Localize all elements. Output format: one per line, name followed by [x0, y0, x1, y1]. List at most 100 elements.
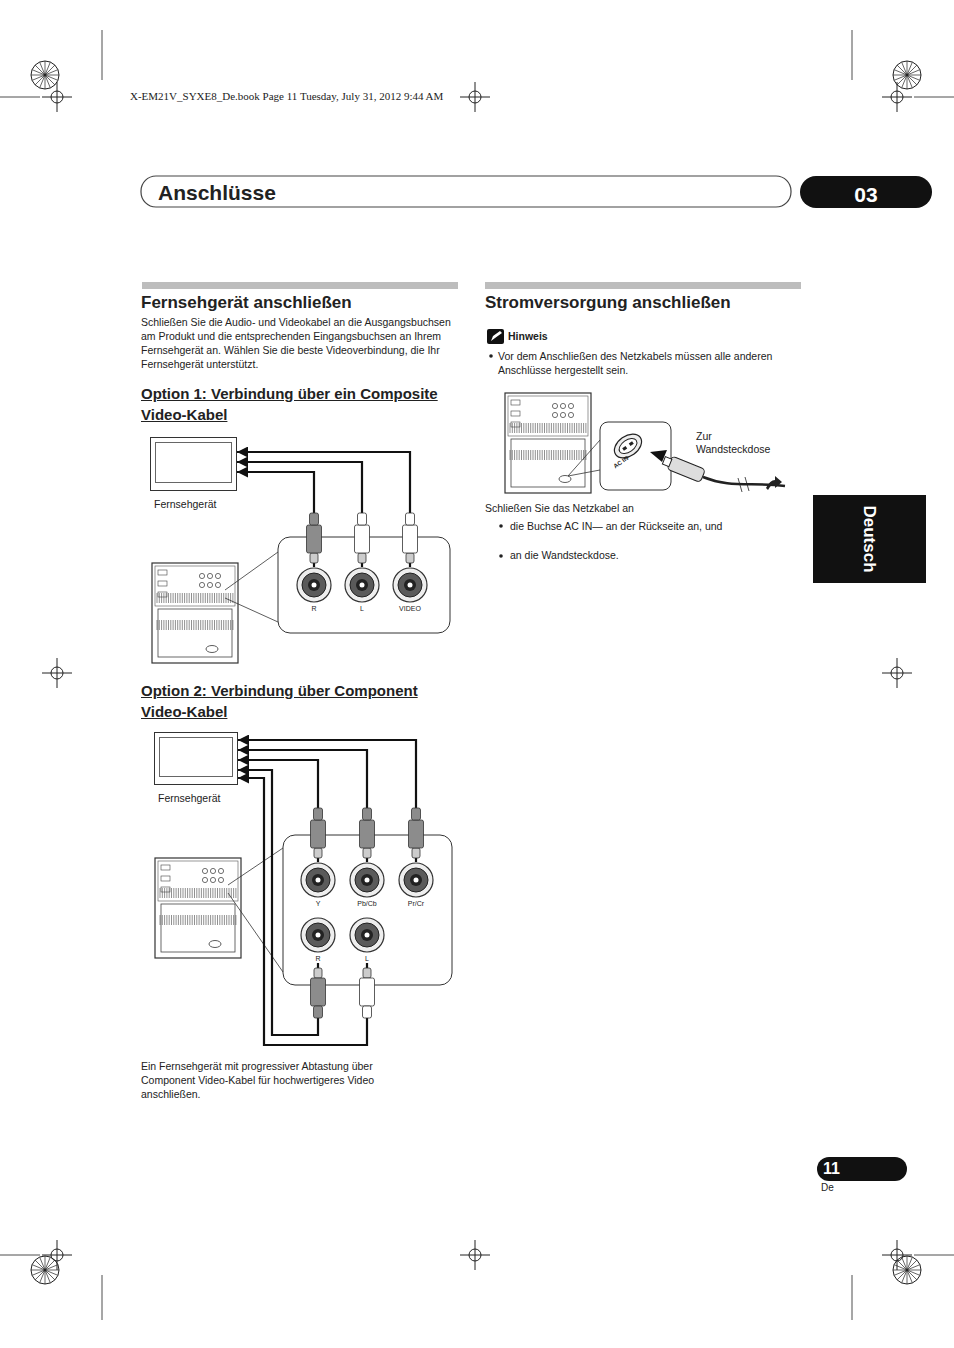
jack-symbol: [292, 567, 336, 603]
power-plug: [661, 454, 705, 483]
chapter-pill: [800, 176, 932, 208]
rca-plug: [355, 513, 370, 563]
bullet: [489, 354, 493, 358]
zoom-leader: [568, 440, 600, 476]
cable: [237, 472, 314, 567]
page-pill: [817, 1157, 907, 1181]
page-number: 11: [823, 1159, 903, 1180]
language-code: De: [821, 1181, 851, 1194]
device-label: Fernsehgerät: [158, 792, 220, 806]
section-bar: [485, 282, 801, 289]
language-tab-text: Deutsch: [858, 494, 880, 584]
rca-jack: L: [345, 917, 389, 963]
section-heading: Fernsehgerät anschließen: [141, 292, 461, 314]
jack-label: Y: [296, 900, 340, 908]
cable: [238, 778, 367, 1045]
crop-target: [882, 658, 912, 688]
trim-line: [852, 30, 853, 80]
device-label: Fernsehgerät: [154, 498, 216, 512]
trim-line: [102, 1275, 103, 1320]
jack-symbol: [345, 862, 389, 898]
jack-symbol: [340, 567, 384, 603]
cable: [237, 452, 410, 567]
body-text: Schließen Sie das Netzkabel an: [485, 502, 785, 516]
jack-label: R: [296, 955, 340, 963]
jack-label: R: [292, 605, 336, 613]
trim-line: [914, 1255, 954, 1256]
option-heading: Option 2: Verbindung über Component Vide…: [141, 680, 461, 722]
note-text: Vor dem Anschließen des Netzkabels müsse…: [498, 349, 804, 377]
trim-line: [852, 1275, 853, 1320]
option-heading: Option 1: Verbindung über ein Composite …: [141, 383, 441, 425]
wall-arrow: [766, 476, 782, 490]
unit-rear-panel: [505, 393, 591, 493]
rca-plug: [311, 968, 326, 1018]
cable: [237, 462, 362, 567]
rca-plug: [360, 808, 375, 858]
jack-label: L: [345, 955, 389, 963]
list-item: die Buchse AC IN— an der Rückseite an, u…: [510, 519, 735, 533]
power-cord-break: [738, 477, 749, 492]
jack-label: VIDEO: [388, 605, 432, 613]
bullet: [499, 554, 503, 558]
rca-jack: Pb/Cb: [345, 862, 389, 908]
trim-line: [0, 1255, 40, 1256]
list-item: an die Wandsteckdose.: [510, 549, 735, 563]
rca-jack: L: [340, 567, 384, 613]
jack-label: Pb/Cb: [345, 900, 389, 908]
rca-jack: Y: [296, 862, 340, 908]
figure-caption: Ein Fernsehgerät mit progressiver Abtast…: [141, 1059, 421, 1101]
rca-jack: R: [296, 917, 340, 963]
zoom-leader: [225, 552, 278, 590]
rca-plug: [311, 808, 326, 858]
rca-jack: R: [292, 567, 336, 613]
zoom-box: [600, 422, 671, 490]
bullet: [499, 524, 503, 528]
note-icon: [487, 329, 504, 344]
rca-plug: [403, 513, 418, 563]
cable: [238, 750, 367, 862]
registration-mark: [31, 61, 59, 89]
rca-jack: Pr/Cr: [394, 862, 438, 908]
zoom-leader: [225, 598, 278, 622]
section-bar: [142, 282, 458, 289]
crop-target: [42, 82, 72, 112]
rca-plug: [409, 808, 424, 858]
jack-label: Pr/Cr: [394, 900, 438, 908]
body-text: Schließen Sie die Audio- und Videokabel …: [141, 315, 461, 371]
jack-symbol: [394, 862, 438, 898]
crop-target: [882, 82, 912, 112]
jack-panel: [283, 835, 452, 985]
crop-target: [460, 1240, 490, 1270]
tv-set: Fernsehgerät: [150, 437, 237, 491]
header-box: [141, 176, 791, 207]
page-title: Anschlüsse: [158, 179, 276, 206]
zoom-leader: [228, 893, 283, 972]
jack-symbol: [296, 917, 340, 953]
crop-target: [42, 1240, 72, 1270]
rca-plug: [360, 968, 375, 1018]
file-stamp: X-EM21V_SYXE8_De.book Page 11 Tuesday, J…: [130, 89, 560, 103]
jack-symbol: [296, 862, 340, 898]
tv-set: Fernsehgerät: [154, 732, 238, 785]
tv-screen: [155, 442, 232, 483]
rca-plug: [307, 513, 322, 563]
crop-target: [460, 82, 490, 112]
cable: [238, 770, 318, 1035]
rca-jack: VIDEO: [388, 567, 432, 613]
trim-line: [914, 97, 954, 98]
note-heading: Hinweis: [508, 330, 588, 344]
jack-symbol: [345, 917, 389, 953]
zoom-leader: [228, 848, 283, 885]
chapter-number: 03: [800, 181, 932, 208]
tv-screen: [159, 737, 233, 777]
crop-target: [882, 1240, 912, 1270]
trim-line: [102, 30, 103, 80]
cable: [238, 760, 318, 862]
jack-symbol: [388, 567, 432, 603]
unit-rear-panel: [152, 563, 238, 663]
crop-target: [42, 658, 72, 688]
